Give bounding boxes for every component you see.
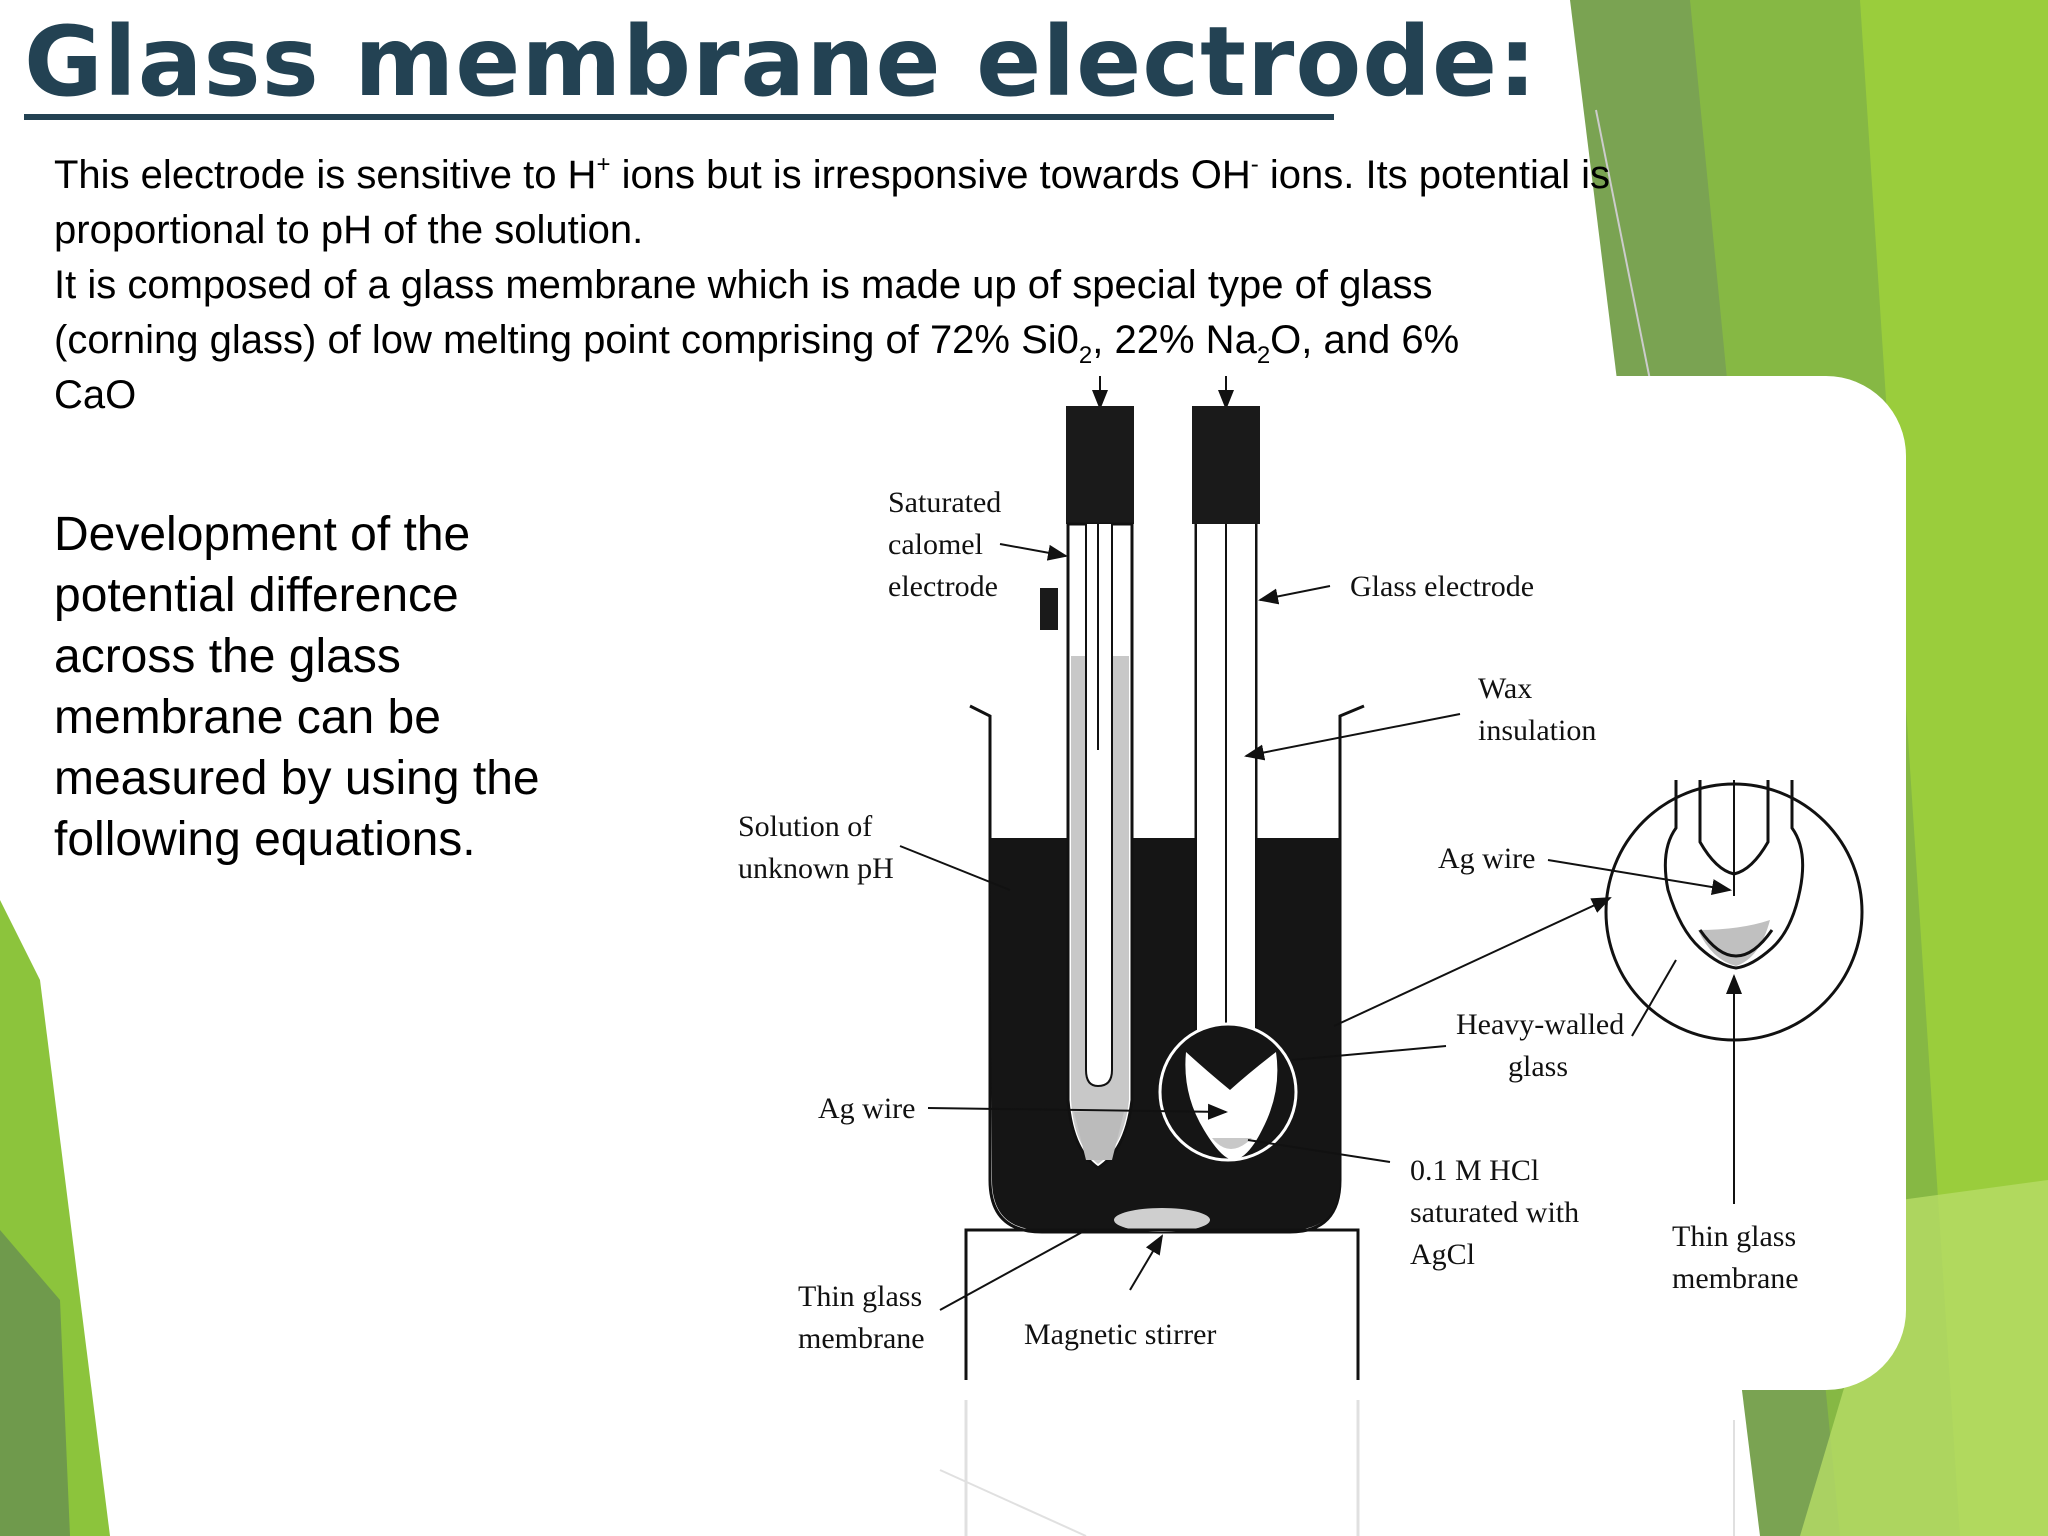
label-ag-wire-right: Ag wire [1438,842,1535,875]
magnified-hcl [1698,920,1770,966]
label-solution-1: Solution of [738,810,872,843]
calomel-cap [1066,406,1134,524]
leader-heavy-glass-3 [1631,959,1677,1037]
intro-paragraph-1: This electrode is sensitive to H+ ions b… [54,148,1614,258]
intro-text-run: , 22% Na [1092,318,1257,362]
green-band-bright [1860,0,2048,1536]
intro-text-run: O, and 6% CaO [54,318,1460,417]
label-saturated-calomel-2: calomel [888,528,983,561]
calomel-inner-tube [1085,524,1113,1088]
superscript-plus: + [596,151,611,178]
label-heavy-walled-1: Heavy-walled [1456,1008,1624,1041]
leader-thin-glass-left [939,1229,1087,1311]
leader-heavy-glass-2 [1291,1045,1447,1061]
leader-calomel [999,543,1068,561]
subscript-2: 2 [1256,342,1271,369]
intro-text-run: ions. Its potential is proportional to p… [54,153,1611,252]
beaker-outline [969,704,1365,1234]
leader-ag-wire-right [1547,859,1732,895]
side-text: Development of the potential difference … [54,508,540,866]
label-hcl-3: AgCl [1410,1238,1475,1271]
label-thin-glass-right-1: Thin glass [1672,1220,1796,1253]
title-underline [24,114,1334,120]
intro-text-run: It is composed of a glass membrane which… [54,263,1433,362]
glass-bulb-inner [1185,1052,1278,1160]
label-saturated-calomel-1: Saturated [888,486,1001,519]
label-ag-wire-left: Ag wire [818,1092,915,1125]
label-saturated-calomel-3: electrode [888,570,998,603]
stir-bar [1114,1208,1210,1232]
leader-stirrer [1129,1234,1164,1291]
slide-title: Glass membrane electrode: [24,6,1538,118]
label-glass-electrode: Glass electrode [1350,570,1534,603]
stirrer-base [964,1228,1360,1380]
divider-line [1595,109,1651,381]
intro-text: This electrode is sensitive to H+ ions b… [54,148,1614,423]
label-hcl-2: saturated with [1410,1196,1579,1229]
glass-bulb-hcl [1212,1138,1252,1149]
label-thin-glass-left-2: membrane [798,1322,925,1355]
intro-text-run: This electrode is sensitive to H [54,153,597,197]
label-wax-2: insulation [1478,714,1596,747]
label-thin-glass-left-1: Thin glass [798,1280,922,1313]
calomel-side-port [1040,588,1058,630]
subscript-2: 2 [1078,342,1093,369]
magnified-outer-glass [1663,780,1805,970]
leader-ag-wire-left [927,1103,1228,1120]
label-heavy-walled-2: glass [1508,1050,1568,1083]
label-solution-2: unknown pH [738,852,894,885]
label-wax-1: Wax [1478,672,1532,705]
label-magnetic-stirrer: Magnetic stirrer [1024,1318,1216,1351]
diagram-reflection [939,1400,1735,1536]
leader-glass-electrode [1258,585,1331,605]
glass-electrode-cap [1192,406,1260,524]
magnified-membrane [1698,929,1774,958]
intro-text-run: ions but is irresponsive towards OH [610,153,1251,197]
label-hcl-1: 0.1 M HCl [1410,1154,1539,1187]
leader-heavy-glass [1333,897,1612,1027]
intro-paragraph-2: It is composed of a glass membrane which… [54,258,1534,423]
glass-electrode-tube [1194,524,1258,1030]
green-band-light-bottom [1800,1180,2048,1536]
leader-wax [1244,713,1461,761]
leader-hcl [1247,1139,1391,1163]
superscript-minus: - [1250,151,1259,178]
calomel-tip [1074,1112,1124,1160]
leader-solution [899,845,1011,891]
green-band-left-dark [0,1230,70,1536]
solution-fill [990,838,1340,1230]
label-thin-glass-right-2: membrane [1672,1262,1799,1295]
